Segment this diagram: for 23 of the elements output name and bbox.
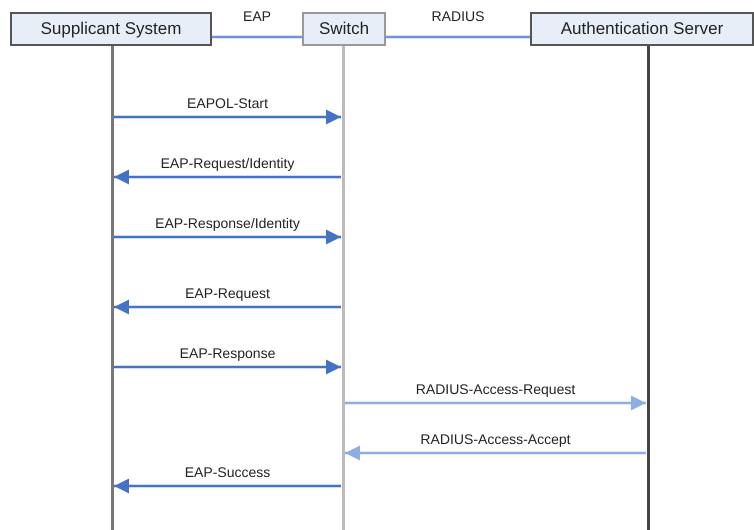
edge-label: EAP-Response/Identity: [155, 215, 300, 231]
message-arrow: [114, 170, 341, 184]
message-arrow: [114, 230, 341, 244]
edge-label: EAPOL-Start: [187, 95, 268, 111]
edge-label: RADIUS-Access-Request: [416, 381, 576, 397]
participant-box: Switch: [302, 12, 386, 46]
edge-label: EAP-Response: [180, 345, 276, 361]
edge-label: EAP: [243, 8, 271, 24]
participant-box: Authentication Server: [530, 12, 754, 46]
message-arrow: [114, 300, 341, 314]
message-arrow: [114, 110, 341, 124]
message-arrow: [345, 446, 646, 460]
connector-line: [212, 36, 302, 38]
connector-line: [386, 36, 530, 38]
participant-box: Supplicant System: [10, 12, 212, 46]
edge-label: RADIUS: [432, 8, 484, 24]
edge-label: RADIUS-Access-Accept: [420, 431, 571, 447]
edge-label: EAP-Success: [184, 464, 270, 480]
edge-label: EAP-Request/Identity: [160, 155, 294, 171]
message-arrow: [114, 478, 341, 494]
message-arrow: [114, 360, 341, 374]
edge-label: EAP-Request: [185, 285, 270, 301]
message-arrow: [345, 396, 646, 410]
